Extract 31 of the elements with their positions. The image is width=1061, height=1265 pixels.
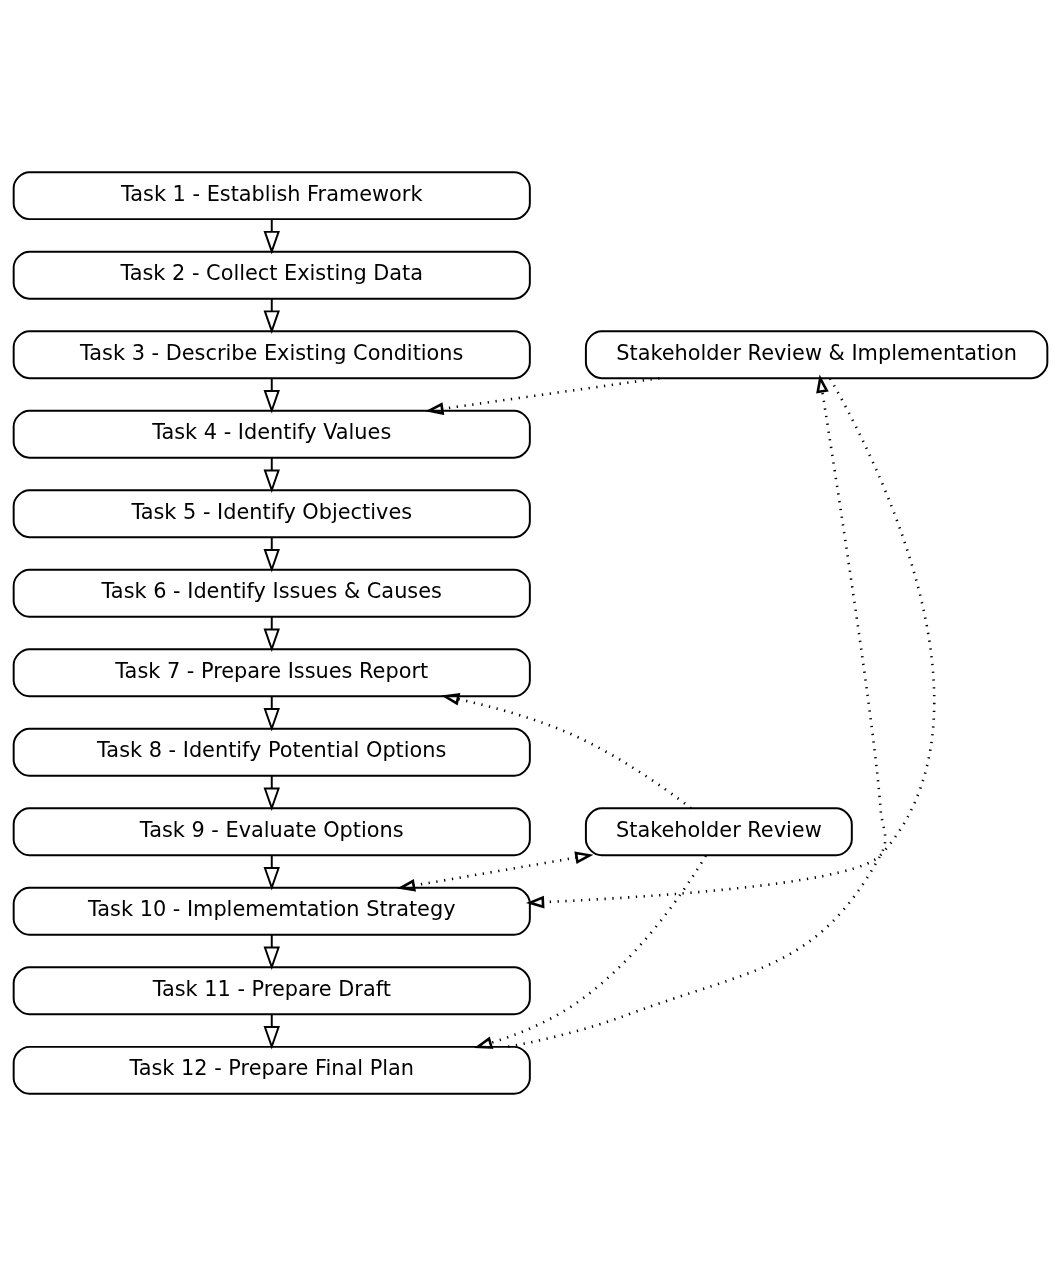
arrow bbox=[263, 774, 280, 811]
arrow bbox=[263, 615, 280, 652]
node-box: Task 2 - Collect Existing Data bbox=[12, 250, 531, 300]
arrow bbox=[263, 297, 280, 334]
node-box: Task 5 - Identify Objectives bbox=[12, 488, 531, 538]
arrow bbox=[525, 377, 936, 909]
node-box: Task 9 - Evaluate Options bbox=[12, 806, 531, 856]
arrow bbox=[263, 853, 280, 890]
node-box: Task 1 - Establish Framework bbox=[12, 170, 531, 220]
arrow bbox=[263, 535, 280, 572]
arrow bbox=[474, 854, 707, 1049]
node-box: Task 12 - Prepare Final Plan bbox=[12, 1045, 531, 1095]
arrow bbox=[263, 376, 280, 413]
node-box: Task 7 - Prepare Issues Report bbox=[12, 647, 531, 697]
arrow bbox=[507, 373, 887, 1048]
node-box: Task 4 - Identify Values bbox=[12, 409, 531, 459]
node-box: Stakeholder Review & Implementation bbox=[584, 329, 1049, 379]
node-box: Stakeholder Review bbox=[584, 806, 853, 856]
arrow bbox=[263, 933, 280, 970]
arrow bbox=[441, 692, 692, 809]
arrow bbox=[263, 456, 280, 493]
arrow bbox=[263, 694, 280, 731]
node-box: Task 11 - Prepare Draft bbox=[12, 965, 531, 1015]
arrow bbox=[425, 376, 660, 415]
arrow bbox=[263, 1012, 280, 1050]
node-box: Task 3 - Describe Existing Conditions bbox=[12, 329, 531, 379]
node-box: Task 10 - Implememtation Strategy bbox=[12, 886, 531, 936]
arrow bbox=[263, 217, 280, 254]
arrow bbox=[396, 850, 594, 892]
node-box: Task 8 - Identify Potential Options bbox=[12, 727, 531, 777]
node-box: Task 6 - Identify Issues & Causes bbox=[12, 568, 531, 618]
